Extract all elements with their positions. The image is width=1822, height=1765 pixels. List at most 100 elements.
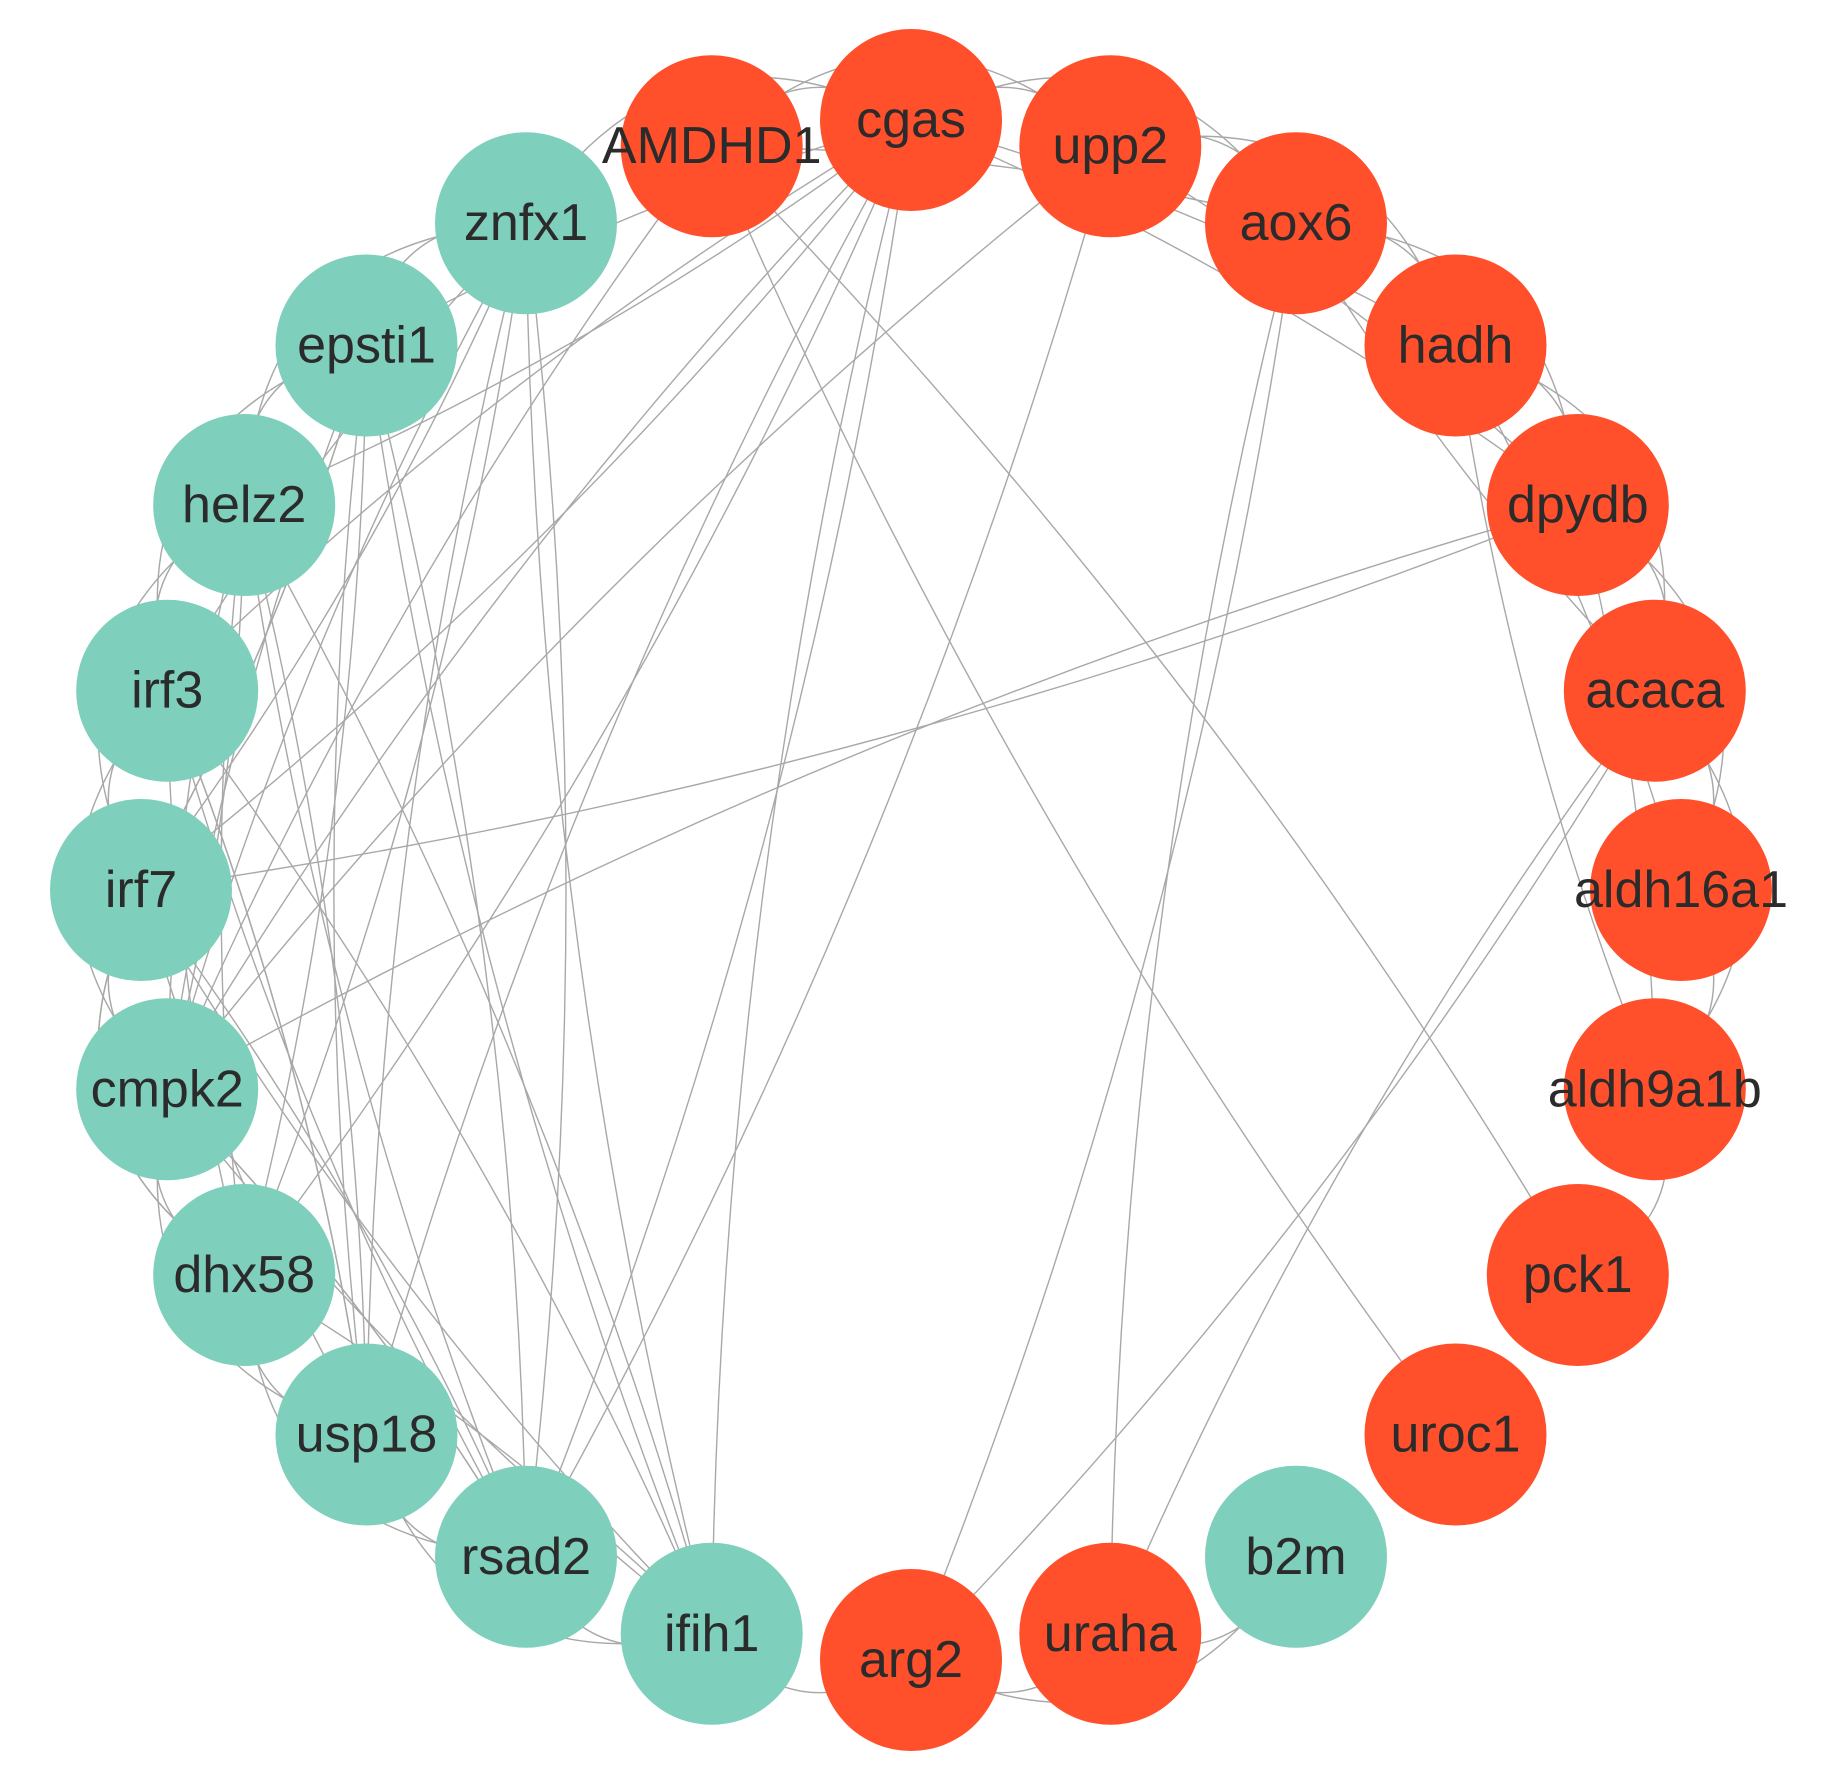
node-cgas[interactable]: cgas xyxy=(820,29,1002,211)
edge-irf3-rsad2 xyxy=(166,690,527,1558)
node-aldh16a1-label: aldh16a1 xyxy=(1574,861,1788,919)
edge-epsti1-usp18 xyxy=(333,345,368,1435)
node-ifih1[interactable]: ifih1 xyxy=(620,1542,803,1725)
node-pck1-circle[interactable] xyxy=(1486,1184,1669,1366)
node-uroc1-circle[interactable] xyxy=(1364,1343,1547,1526)
node-pck1[interactable]: pck1 xyxy=(1486,1184,1669,1366)
edge-epsti1-ifih1 xyxy=(365,345,713,1635)
node-arg2-circle[interactable] xyxy=(820,1569,1002,1751)
node-epsti1[interactable]: epsti1 xyxy=(275,254,458,437)
node-usp18-circle[interactable] xyxy=(275,1343,458,1526)
node-znfx1-circle[interactable] xyxy=(435,132,617,315)
node-cgas-label: cgas xyxy=(856,91,966,149)
node-arg2[interactable]: arg2 xyxy=(820,1569,1002,1751)
node-b2m-label: b2m xyxy=(1245,1528,1346,1586)
node-irf7[interactable]: irf7 xyxy=(50,799,232,981)
edge-hadh-aldh9a1b xyxy=(1454,345,1656,1090)
node-AMDHD1-circle[interactable] xyxy=(620,55,803,238)
node-rsad2-label: rsad2 xyxy=(461,1528,591,1586)
node-irf7-label: irf7 xyxy=(105,861,177,919)
edge-dpydb-cmpk2 xyxy=(166,504,1578,1090)
node-acaca[interactable]: acaca xyxy=(1563,599,1746,782)
node-pck1-label: pck1 xyxy=(1523,1246,1633,1304)
node-hadh[interactable]: hadh xyxy=(1364,254,1547,437)
node-cmpk2-label: cmpk2 xyxy=(91,1060,244,1118)
edge-znfx1-ifih1 xyxy=(525,223,713,1634)
node-AMDHD1-label: AMDHD1 xyxy=(602,117,822,175)
node-b2m[interactable]: b2m xyxy=(1205,1465,1387,1648)
node-dpydb[interactable]: dpydb xyxy=(1486,414,1669,596)
node-aldh9a1b-circle[interactable] xyxy=(1563,998,1746,1181)
node-hadh-circle[interactable] xyxy=(1364,254,1547,437)
edge-irf7-ifih1 xyxy=(140,889,713,1635)
node-rsad2-circle[interactable] xyxy=(435,1465,617,1648)
edge-epsti1-dhx58 xyxy=(243,345,368,1276)
node-znfx1-label: znfx1 xyxy=(464,194,588,252)
edge-upp2-cmpk2 xyxy=(166,145,1111,1090)
edge-AMDHD1-uroc1 xyxy=(711,145,1457,1435)
node-dhx58[interactable]: dhx58 xyxy=(153,1184,336,1366)
node-aox6-label: aox6 xyxy=(1240,194,1353,252)
node-uraha[interactable]: uraha xyxy=(1019,1542,1202,1725)
node-dhx58-label: dhx58 xyxy=(173,1246,315,1304)
edge-upp2-rsad2 xyxy=(525,146,1111,1558)
edge-helz2-usp18 xyxy=(243,504,368,1435)
node-layer: cgas upp2 aox6 hadh dpydb acaca aldh16a1 aldh9a… xyxy=(50,29,1788,1751)
node-ifih1-circle[interactable] xyxy=(620,1542,803,1725)
edge-irf3-ifih1 xyxy=(166,690,713,1635)
edge-AMDHD1-pck1 xyxy=(711,145,1579,1276)
edge-AMDHD1-cmpk2 xyxy=(166,145,713,1090)
node-helz2[interactable]: helz2 xyxy=(153,414,336,596)
node-uroc1[interactable]: uroc1 xyxy=(1364,1343,1547,1526)
node-hadh-label: hadh xyxy=(1398,317,1514,375)
node-acaca-circle[interactable] xyxy=(1563,599,1746,782)
edge-irf3-usp18 xyxy=(166,690,368,1435)
edge-znfx1-rsad2 xyxy=(525,223,567,1557)
edge-cgas-dhx58 xyxy=(243,119,912,1276)
node-upp2-circle[interactable] xyxy=(1019,55,1202,238)
node-epsti1-circle[interactable] xyxy=(275,254,458,437)
node-aldh9a1b-label: aldh9a1b xyxy=(1548,1060,1762,1118)
node-usp18-label: usp18 xyxy=(296,1406,438,1464)
edge-helz2-ifih1 xyxy=(243,504,713,1634)
node-cmpk2[interactable]: cmpk2 xyxy=(76,998,259,1181)
node-znfx1[interactable]: znfx1 xyxy=(435,132,617,315)
node-irf3-label: irf3 xyxy=(131,662,203,720)
node-uraha-circle[interactable] xyxy=(1019,1542,1202,1725)
node-cgas-circle[interactable] xyxy=(820,29,1002,211)
node-helz2-circle[interactable] xyxy=(153,414,336,596)
node-AMDHD1[interactable]: AMDHD1 xyxy=(602,55,822,238)
node-irf3-circle[interactable] xyxy=(76,599,259,782)
node-dpydb-label: dpydb xyxy=(1507,476,1649,534)
node-aldh9a1b[interactable]: aldh9a1b xyxy=(1548,998,1762,1181)
node-rsad2[interactable]: rsad2 xyxy=(435,1465,617,1648)
node-epsti1-label: epsti1 xyxy=(297,317,436,375)
node-uraha-label: uraha xyxy=(1044,1605,1177,1663)
node-dpydb-circle[interactable] xyxy=(1486,414,1669,596)
edge-aox6-arg2 xyxy=(910,223,1297,1661)
node-acaca-label: acaca xyxy=(1585,662,1724,720)
edge-helz2-rsad2 xyxy=(243,504,527,1558)
node-irf3[interactable]: irf3 xyxy=(76,599,259,782)
edge-aox6-uraha xyxy=(1109,223,1297,1634)
node-aldh16a1[interactable]: aldh16a1 xyxy=(1574,799,1788,981)
edge-cgas-irf7 xyxy=(140,119,912,891)
node-arg2-label: arg2 xyxy=(859,1631,963,1689)
edge-cgas-usp18 xyxy=(365,119,912,1435)
node-ifih1-label: ifih1 xyxy=(664,1605,759,1663)
node-upp2-label: upp2 xyxy=(1052,117,1168,175)
edge-acaca-arg2 xyxy=(910,690,1656,1661)
node-aox6[interactable]: aox6 xyxy=(1205,132,1387,315)
edge-acaca-uraha xyxy=(1109,690,1656,1635)
node-upp2[interactable]: upp2 xyxy=(1019,55,1202,238)
node-usp18[interactable]: usp18 xyxy=(275,1343,458,1526)
node-aox6-circle[interactable] xyxy=(1205,132,1387,315)
node-helz2-label: helz2 xyxy=(182,476,306,534)
node-b2m-circle[interactable] xyxy=(1205,1465,1387,1648)
node-cmpk2-circle[interactable] xyxy=(76,998,259,1181)
node-uroc1-label: uroc1 xyxy=(1390,1406,1520,1464)
node-dhx58-circle[interactable] xyxy=(153,1184,336,1366)
node-irf7-circle[interactable] xyxy=(50,799,232,981)
node-aldh16a1-circle[interactable] xyxy=(1590,799,1772,981)
